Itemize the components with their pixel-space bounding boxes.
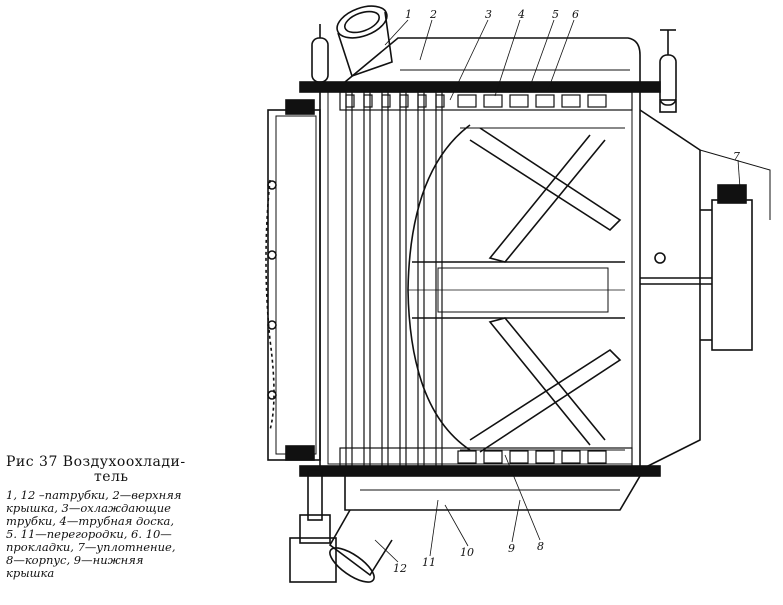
legend-line: крышка: [6, 566, 55, 580]
drain-fitting: [289, 469, 337, 583]
legend-line: 8—корпус, 9—нижняя: [6, 553, 144, 567]
lifting-eye-right: [659, 29, 677, 113]
legend-line: 1, 12 –патрубки, 2—верхняя: [6, 488, 182, 502]
legend-line: прокладки, 7—уплотнение,: [6, 540, 176, 554]
top-tube-sheet: [339, 91, 633, 111]
right-outlet-cone: [639, 109, 771, 471]
callout-12: 12: [393, 562, 407, 575]
left-end-cover: [265, 99, 321, 461]
cooler-body: [319, 84, 641, 471]
callout-8: 8: [537, 540, 544, 553]
callout-11: 11: [422, 556, 436, 569]
caption-legend: 1, 12 –патрубки, 2—верхняя крышка, 3—охл…: [6, 489, 236, 580]
top-cover: [344, 37, 641, 86]
top-inlet-pipe: [336, 5, 393, 78]
callout-1: 1: [405, 8, 412, 21]
lifting-eye-left: [311, 24, 329, 83]
callout-6: 6: [572, 8, 579, 21]
legend-line: крышка, 3—охлаждающие: [6, 501, 171, 515]
callout-9: 9: [508, 542, 515, 555]
callout-2: 2: [429, 8, 437, 21]
baffle-disk: [407, 124, 625, 453]
bottom-tube-sheet: [339, 447, 633, 467]
bottom-cover: [344, 475, 641, 511]
figure-caption: Рис 37 Воздухоохлади- тель 1, 12 –патруб…: [6, 455, 236, 580]
legend-line: трубки, 4—трубная доска,: [6, 514, 175, 528]
callout-4: 4: [517, 8, 525, 21]
callout-10: 10: [460, 546, 474, 559]
legend-line: 5. 11—перегородки, 6. 10—: [6, 527, 172, 541]
cooling-tubes: [345, 92, 443, 466]
callout-3: 3: [485, 8, 492, 21]
caption-title: Рис 37 Воздухоохлади- тель: [6, 455, 236, 485]
caption-title-line2: тель: [94, 469, 129, 485]
caption-title-line1: Рис 37 Воздухоохлади-: [6, 454, 186, 470]
callout-5: 5: [552, 8, 559, 21]
callout-7: 7: [733, 150, 740, 163]
bottom-outlet-pipe: [328, 509, 393, 583]
callout-leaders: [374, 19, 741, 563]
